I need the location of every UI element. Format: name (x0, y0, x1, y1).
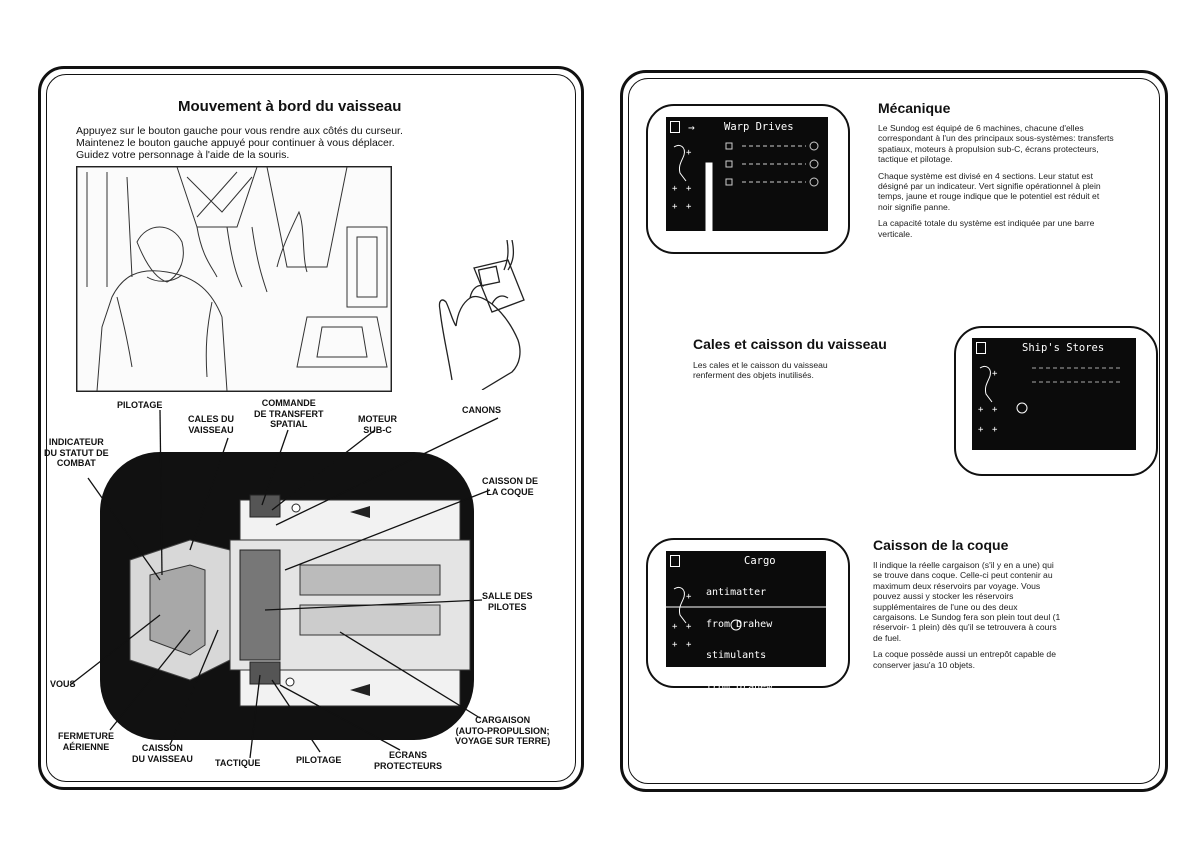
caisson-coque-text: Il indique la réelle cargaison (s'il y e… (873, 560, 1063, 676)
label-line: COMBAT (56, 458, 96, 468)
fuel-canister-icon (670, 121, 680, 133)
label-pilotage-top: PILOTAGE (117, 400, 163, 410)
caisson-paragraph: La coque possède aussi un entrepôt capab… (873, 649, 1056, 670)
label-salle-pilotes: SALLE DES PILOTES (482, 591, 533, 612)
svg-text:+: + (672, 202, 678, 212)
label-line: CAISSON DE (482, 476, 539, 486)
label-ecrans-protecteurs: ECRANS PROTECTEURS (374, 750, 442, 771)
ship-interior-illustration (76, 166, 392, 392)
hand-mouse-illustration (412, 239, 532, 391)
cargo-line: from Drahew (706, 681, 773, 693)
cargo-graphic: + + + + + (666, 586, 826, 650)
svg-text:+: + (992, 425, 998, 435)
label-line: FERMETURE (58, 731, 114, 741)
svg-text:+: + (672, 184, 678, 194)
label-line: (AUTO-PROPULSION; (455, 725, 550, 736)
svg-text:+: + (978, 405, 984, 415)
label-line: DE TRANSFERT (254, 408, 324, 419)
ships-stores-title: Ship's Stores (1022, 342, 1105, 354)
cargo-list: antimatter from Drahew stimulants from D… (706, 567, 772, 714)
label-line: COMMANDE (261, 398, 316, 408)
label-pilotage-bottom: PILOTAGE (296, 755, 342, 765)
left-page (38, 66, 584, 790)
label-vous: VOUS (50, 679, 76, 689)
ship-interior-drawing (77, 167, 391, 391)
label-cales-du-vaisseau: CALES DU VAISSEAU (188, 414, 234, 435)
label-line: SUB-C (363, 424, 392, 435)
warp-drives-status-graphic: + + + + + (672, 141, 819, 231)
svg-text:+: + (992, 369, 998, 379)
mecanique-paragraph: Chaque système est divisé en 4 sections.… (878, 170, 1101, 212)
warp-drives-screen: Warp Drives → + + + + + (666, 117, 828, 231)
cales-text: Les cales et le caisson du vaisseau renf… (693, 360, 863, 387)
svg-text:+: + (686, 622, 692, 632)
label-fermeture-aerienne: FERMETURE AÉRIENNE (58, 731, 114, 752)
label-line: ECRANS (389, 750, 428, 760)
hand-mouse-drawing (438, 239, 525, 391)
label-caisson-vaisseau: CAISSON DU VAISSEAU (132, 743, 193, 764)
mecanique-title: Mécanique (878, 100, 951, 116)
svg-text:+: + (978, 425, 984, 435)
label-line: PILOTES (488, 601, 527, 612)
cales-paragraph: Les cales et le caisson du vaisseau renf… (693, 360, 828, 381)
label-line: INDICATEUR (48, 437, 104, 447)
cargo-line: antimatter (706, 587, 767, 598)
label-line: VOYAGE SUR TERRE) (455, 736, 551, 746)
label-canons: CANONS (462, 405, 502, 415)
label-line: CARGAISON (475, 715, 531, 725)
ships-stores-screen: Ship's Stores + + + + + (972, 338, 1136, 450)
cockpit-diagram-drawing (69, 409, 499, 759)
svg-text:+: + (686, 148, 692, 158)
instruction-line: Appuyez sur le bouton gauche pour vous r… (76, 125, 403, 137)
label-line: AÉRIENNE (62, 741, 110, 752)
label-line: SALLE DES (482, 591, 533, 601)
svg-text:+: + (992, 405, 998, 415)
cargo-line: from Drahew (706, 618, 773, 630)
svg-text:+: + (686, 184, 692, 194)
svg-text:+: + (672, 622, 678, 632)
svg-text:+: + (686, 202, 692, 212)
svg-text:+: + (672, 640, 678, 650)
warp-drives-title: Warp Drives (724, 121, 794, 133)
label-tactique: TACTIQUE (215, 758, 261, 768)
label-caisson-coque: CAISSON DE LA COQUE (482, 476, 538, 497)
fuel-canister-icon (976, 342, 986, 354)
movement-title: Mouvement à bord du vaisseau (178, 98, 402, 115)
arrow-right-icon: → (688, 121, 695, 134)
label-moteur-subc: MOTEUR SUB-C (358, 414, 397, 435)
caisson-paragraph: Il indique la réelle cargaison (s'il y e… (873, 560, 1061, 643)
svg-text:+: + (686, 592, 692, 602)
cales-title: Cales et caisson du vaisseau (693, 336, 887, 352)
label-line: CALES DU (188, 414, 235, 424)
label-cargaison: CARGAISON (AUTO-PROPULSION; VOYAGE SUR T… (455, 715, 550, 747)
mecanique-text: Le Sundog est équipé de 6 machines, chac… (878, 123, 1114, 245)
label-line: DU STATUT DE (44, 447, 109, 458)
fuel-canister-icon (670, 555, 680, 567)
right-page (620, 70, 1168, 792)
label-line: SPATIAL (270, 419, 308, 429)
label-line: LA COQUE (486, 486, 534, 497)
caisson-coque-title: Caisson de la coque (873, 537, 1009, 553)
cargo-line: stimulants (706, 650, 767, 661)
mecanique-paragraph: Le Sundog est équipé de 6 machines, chac… (878, 123, 1114, 165)
label-commande-transfert: COMMANDE DE TRANSFERT SPATIAL (254, 398, 324, 430)
label-line: VAISSEAU (188, 424, 234, 435)
instruction-line: Maintenez le bouton gauche appuyé pour c… (76, 137, 395, 149)
label-line: MOTEUR (358, 414, 397, 424)
label-line: PROTECTEURS (374, 760, 443, 771)
mecanique-paragraph: La capacité totale du système est indiqu… (878, 218, 1095, 239)
cargo-screen-title: Cargo (744, 555, 776, 567)
cargo-screen: Cargo antimatter from Drahew stimulants … (666, 551, 826, 692)
instruction-line: Guidez votre personnage à l'aide de la s… (76, 149, 290, 161)
label-line: DU VAISSEAU (132, 753, 193, 764)
movement-instructions: Appuyez sur le bouton gauche pour vous r… (76, 125, 496, 161)
label-indicateur-statut: INDICATEUR DU STATUT DE COMBAT (44, 437, 109, 469)
ships-stores-graphic: + + + + + (978, 365, 1122, 435)
label-line: CAISSON (141, 743, 183, 753)
svg-text:+: + (686, 640, 692, 650)
